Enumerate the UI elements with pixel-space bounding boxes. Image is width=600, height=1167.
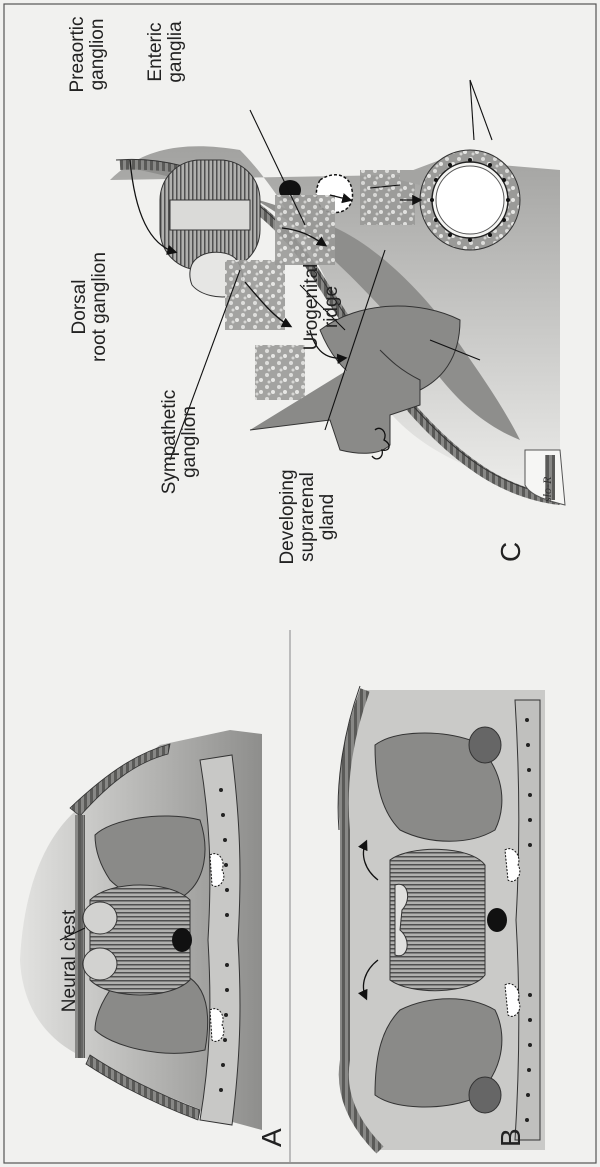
label-developing-suprarenal-gland: Developing suprarenal gland <box>278 452 338 582</box>
illustrator-signature: slo-R <box>540 477 555 502</box>
label-sympathetic-ganglion: Sympathetic ganglion <box>160 367 200 517</box>
label-enteric-ganglia: Enteric ganglia <box>146 2 186 102</box>
label-neural-crest: Neural crest <box>60 881 80 1041</box>
panel-label-c: C <box>495 542 527 562</box>
panel-label-b: B <box>495 1128 527 1147</box>
label-dorsal-root-ganglion: Dorsal root ganglion <box>70 227 110 387</box>
label-preaortic-ganglion: Preaortic ganglion <box>68 2 108 107</box>
label-urogenital-ridge: Urogenital ridge <box>302 242 342 372</box>
panel-label-a: A <box>256 1128 288 1147</box>
